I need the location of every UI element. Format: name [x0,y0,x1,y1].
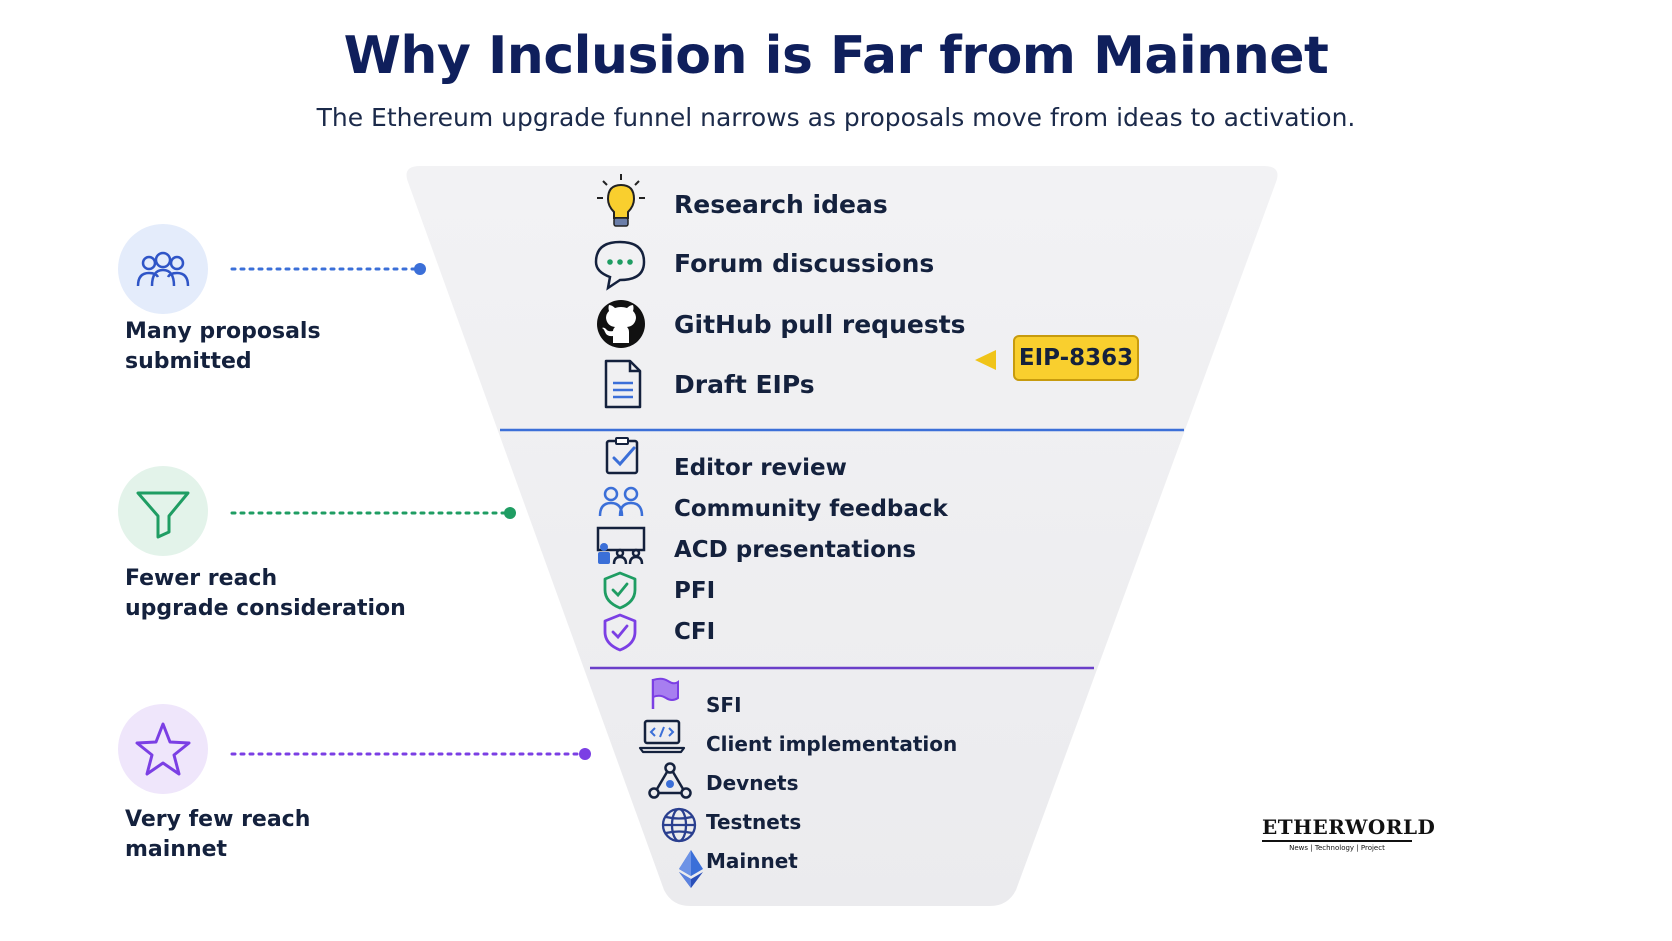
people-icon [598,486,644,517]
people-icon [136,251,190,287]
shield-check-purple-icon [603,613,637,652]
funnel-item-pfi: PFI [674,578,716,604]
logo-tagline: News | Technology | Project [1289,844,1385,852]
funnel-item-draft-eips: Draft EIPs [674,370,815,399]
lightbulb-icon [597,174,645,227]
funnel-item-devnets: Devnets [706,771,799,795]
funnel-item-cfi: CFI [674,619,716,645]
funnel-item-community-feedback: Community feedback [674,496,948,522]
badge-pointer-icon [975,350,996,370]
github-icon [597,300,645,348]
funnel-item-client-implementation: Client implementation [706,732,958,756]
chat-bubble-icon [594,240,646,291]
funnel-item-editor-review: Editor review [674,455,847,481]
page-title: Why Inclusion is Far from Mainnet [343,26,1329,86]
connector-dot-stage-3 [579,748,591,760]
connector-dot-stage-1 [414,263,426,275]
laptop-code-icon [638,719,686,754]
etherworld-logo: ETHERWORLD News | Technology | Project [1262,815,1435,852]
ethereum-icon [679,850,703,888]
stage-3-icon-circle [118,704,208,794]
funnel-item-mainnet: Mainnet [706,849,798,873]
globe-icon [661,807,697,843]
funnel-item-research-ideas: Research ideas [674,190,888,219]
shield-check-green-icon [603,571,637,610]
network-icon [648,762,692,799]
funnel-icon [136,491,190,539]
page-subtitle: The Ethereum upgrade funnel narrows as p… [316,103,1356,132]
checklist-icon [605,437,639,475]
funnel-item-forum-discussions: Forum discussions [674,249,935,278]
funnel-item-github-pull-requests: GitHub pull requests [674,310,966,339]
logo-name: ETHERWORLD [1262,815,1435,842]
document-icon [604,359,642,409]
stage-2-icon-circle [118,466,208,556]
flag-icon [651,677,679,709]
funnel-item-acd-presentations: ACD presentations [674,537,917,563]
star-icon [135,722,191,776]
presentation-icon [596,526,646,565]
connector-dot-stage-2 [504,507,516,519]
funnel-item-sfi: SFI [706,693,742,717]
funnel-item-testnets: Testnets [706,810,802,834]
stage-1-icon-circle [118,224,208,314]
eip-badge: EIP-8363 [1013,335,1139,381]
